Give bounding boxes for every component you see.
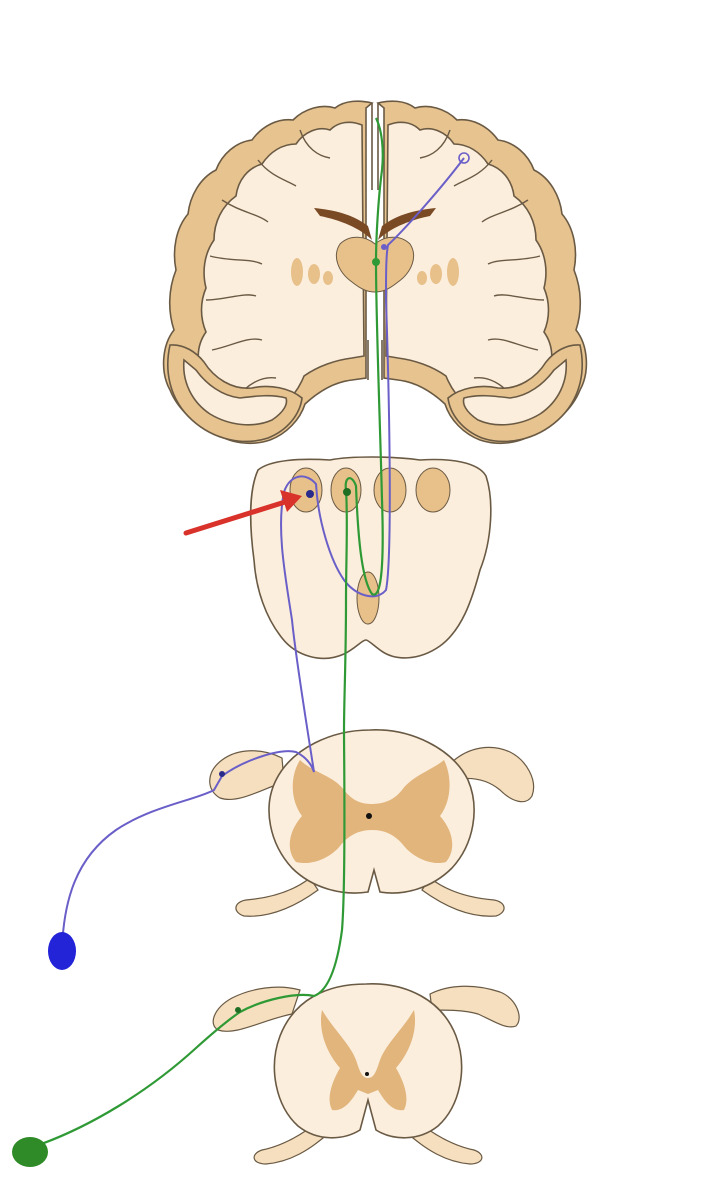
green-receptor: [12, 1137, 48, 1167]
basal-ganglia: [291, 258, 459, 286]
green-medullary-synapse: [343, 488, 351, 496]
left-temporal-white: [182, 358, 288, 426]
lumbar-central-canal: [365, 1072, 369, 1076]
green-pathway-axon: [29, 117, 384, 1150]
green-pathway: [12, 117, 384, 1167]
lumbar-gray-matter: [320, 1010, 416, 1111]
cervical-dorsal-root-left: [209, 750, 285, 800]
blue-medullary-synapse: [306, 490, 314, 498]
green-ganglion-cell: [235, 1007, 241, 1013]
red-arrow-marker: [183, 490, 302, 536]
blue-thalamic-synapse: [381, 244, 387, 250]
cervical-spinal-cord-section: [209, 729, 535, 917]
blue-ganglion-cell: [219, 771, 225, 777]
lumbar-dorsal-root-right: [429, 985, 520, 1028]
lumbar-spinal-cord-section: [212, 983, 520, 1165]
cervical-central-canal: [366, 813, 372, 819]
brain-coronal-section: [162, 100, 588, 445]
longitudinal-fissure: [367, 103, 383, 380]
cervical-dorsal-root-right: [451, 746, 535, 803]
lateral-ventricles: [314, 208, 436, 240]
blue-cortical-terminal: [458, 152, 470, 164]
cervical-gray-matter: [289, 760, 453, 864]
lumbar-cord-outline: [273, 983, 463, 1139]
right-temporal-white: [462, 358, 568, 426]
cervical-ventral-root-left: [235, 877, 319, 917]
medulla-section: [249, 456, 492, 660]
cervical-ventral-root-right: [421, 877, 505, 917]
green-thalamic-synapse: [372, 258, 380, 266]
blue-receptor: [48, 932, 76, 970]
